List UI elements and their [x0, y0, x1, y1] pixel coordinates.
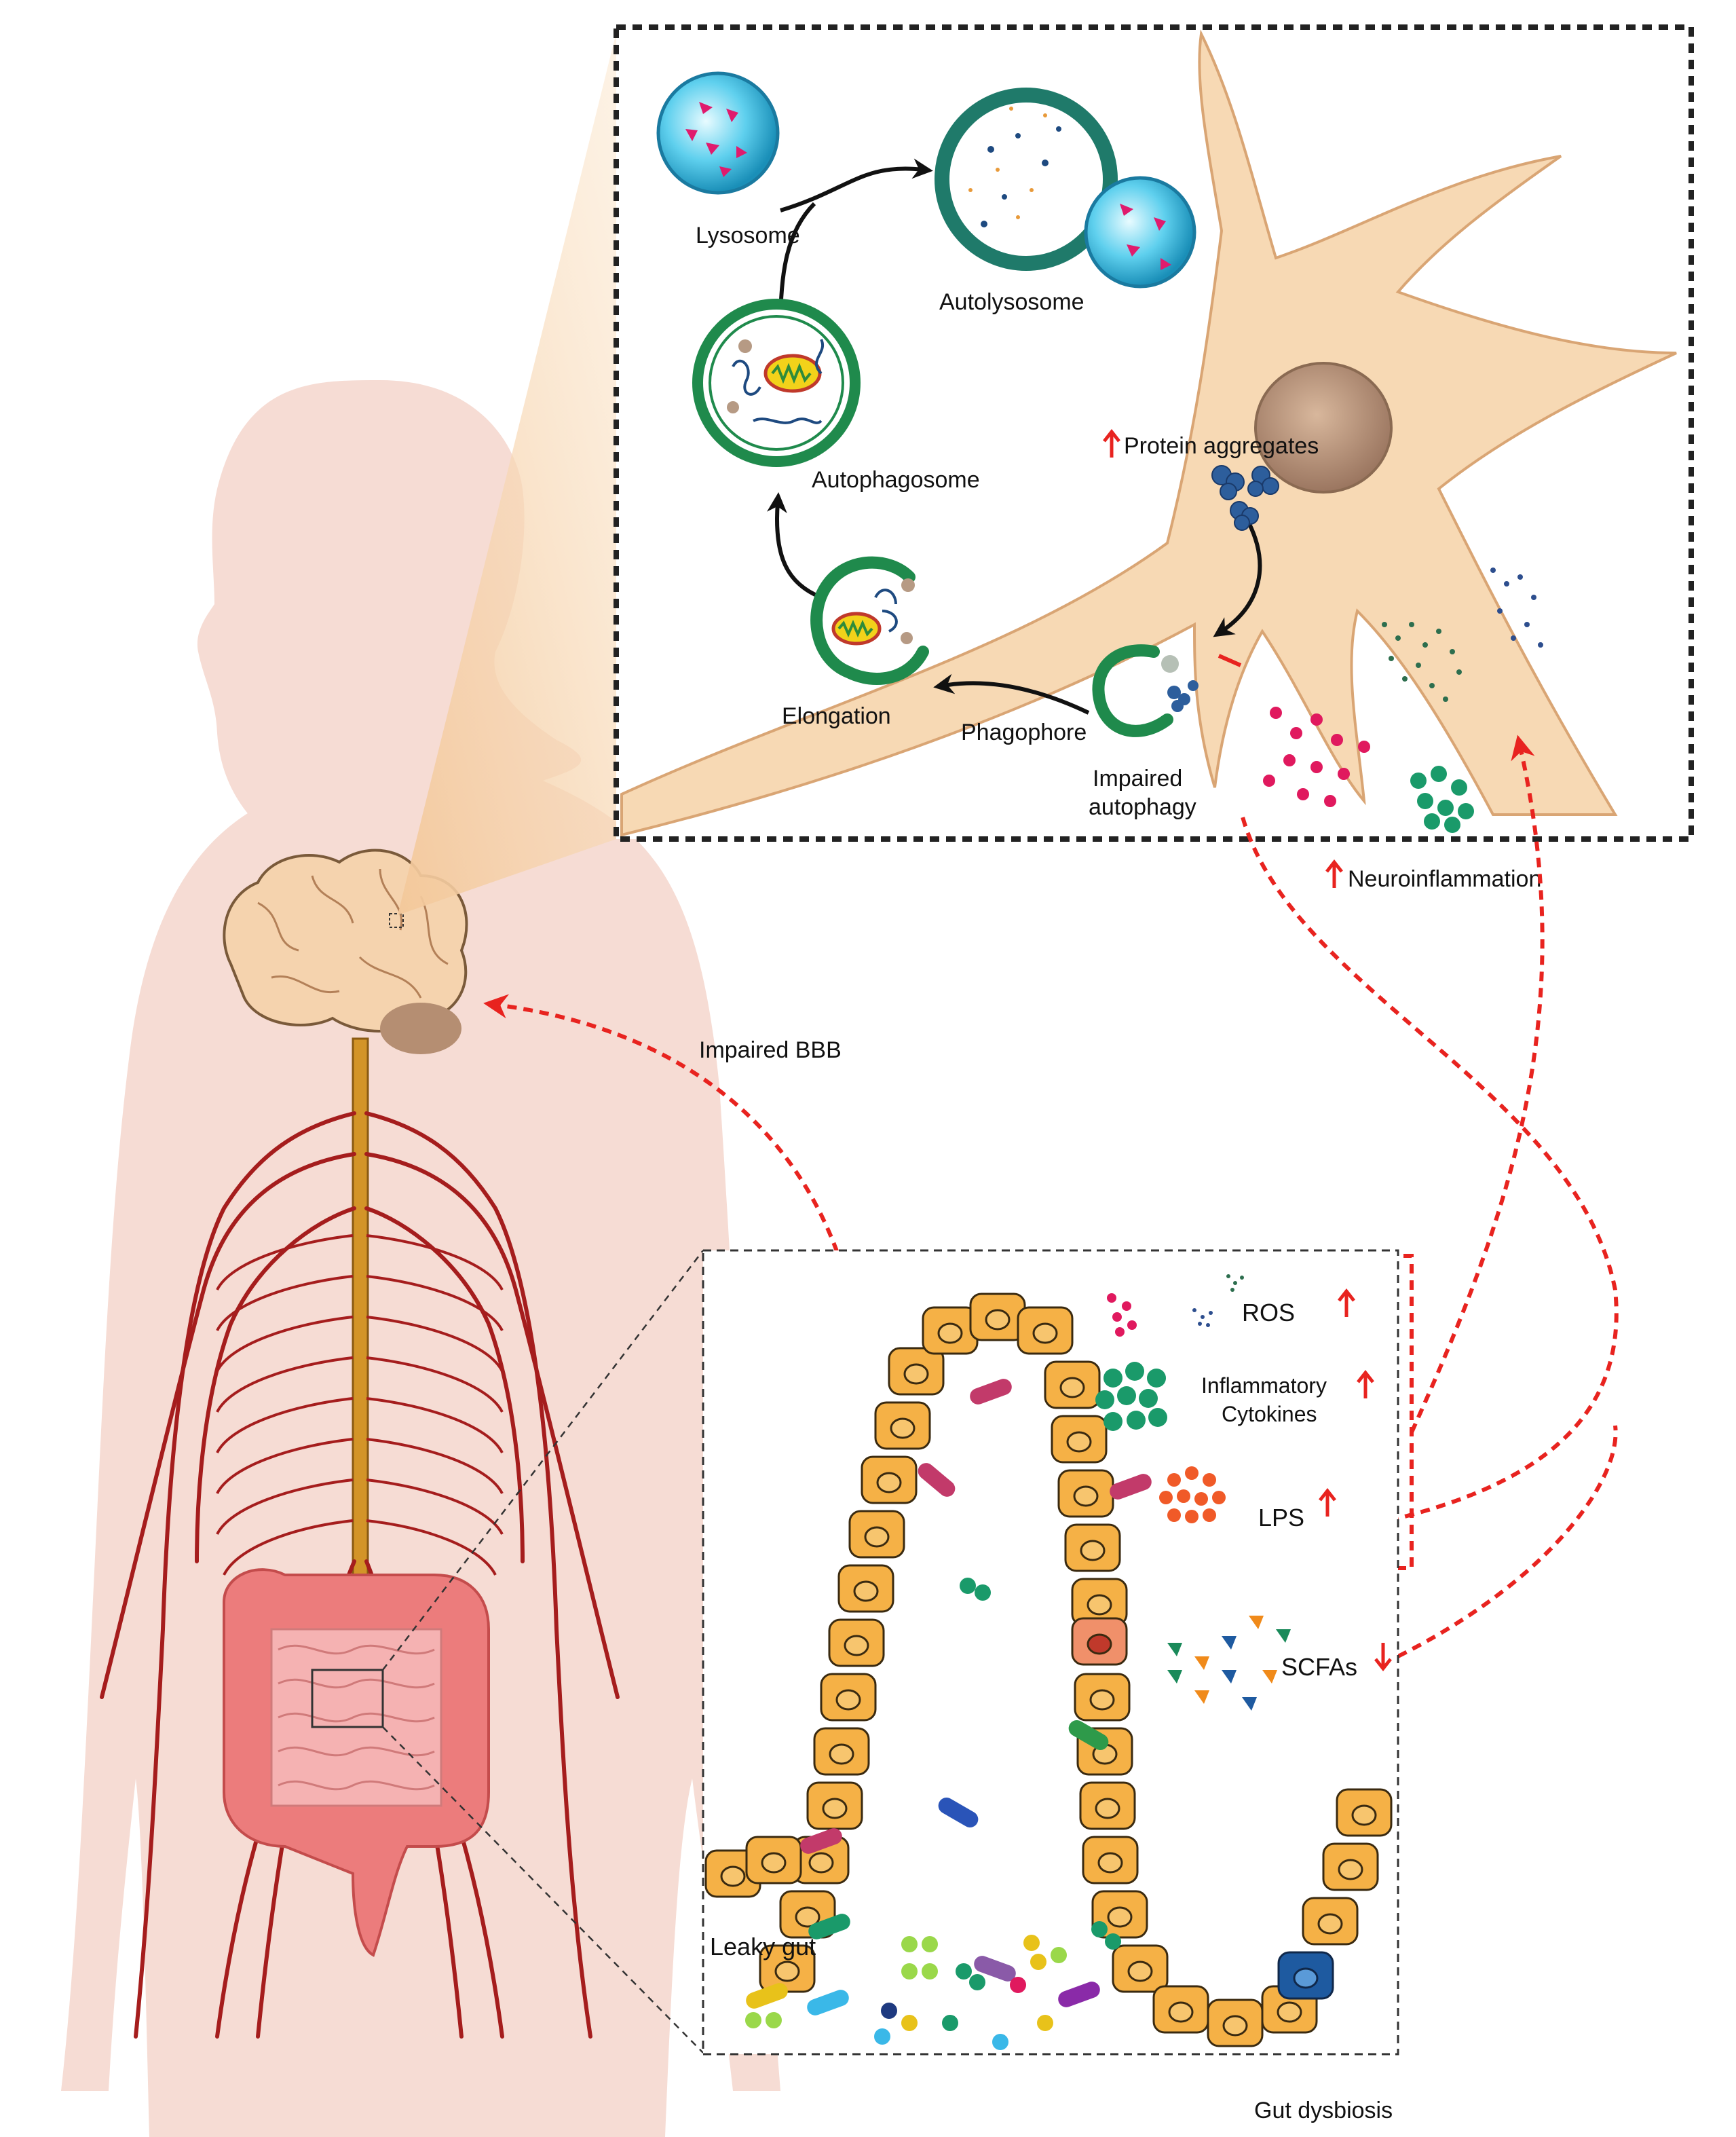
- brain-zoom-marker: [389, 913, 404, 928]
- neuron-panel-border: [614, 24, 1694, 842]
- scfas-label: SCFAs: [1281, 1653, 1357, 1681]
- small-intestine: [270, 1628, 442, 1807]
- autophagosome-icon: [692, 299, 861, 467]
- lps-to-brain-connector: [1240, 814, 1619, 1529]
- phagophore-icon: [1092, 644, 1199, 737]
- impaired-bbb-label: Impaired BBB: [699, 1037, 842, 1063]
- nucleus: [1254, 362, 1393, 494]
- spinal-cord: [352, 1037, 369, 1651]
- intestine-folds: [278, 1644, 435, 1791]
- lumen-particles: [745, 1578, 1121, 2050]
- villus-epithelium: [704, 1293, 1393, 2047]
- cerebellum: [380, 1003, 461, 1054]
- lysosome-label: Lysosome: [696, 223, 800, 248]
- inflammatory-label-2: Cytokines: [1222, 1402, 1317, 1426]
- gut-zoom-line-top: [382, 1250, 704, 1671]
- autolysosome-label: Autolysosome: [939, 289, 1084, 315]
- mitochondrion-icon: [763, 354, 822, 393]
- lps-label: LPS: [1258, 1504, 1304, 1531]
- gut-zoom-line-bottom: [382, 1726, 704, 2054]
- lps-particles-icon: [1159, 1466, 1226, 1523]
- ros-particles-blue-icon: [1490, 568, 1543, 648]
- neuroinflammation-label: Neuroinflammation: [1348, 866, 1541, 892]
- gut-zoom-marker: [311, 1669, 384, 1728]
- autolysosome-icon: [935, 88, 1196, 289]
- brain-gyri: [257, 868, 449, 999]
- leaky-gut-label: Leaky gut: [710, 1933, 816, 1961]
- zoom-beam: [398, 33, 616, 915]
- rib-nerves: [216, 1234, 504, 1576]
- neuron-panel: Lysosome Autolysosome: [614, 24, 1694, 842]
- scfa-triangles-icon: [1167, 1616, 1291, 1711]
- impaired-autophagy-label-2: autophagy: [1089, 794, 1196, 820]
- impaired-autophagy-label-1: Impaired: [1093, 766, 1182, 792]
- green-cytokine-cluster-icon: [1410, 766, 1474, 833]
- cytokine-to-neuroinflammation-connector: [1410, 735, 1545, 1434]
- arrow-to-autolysosome: [780, 158, 933, 212]
- scfas-connector: [1397, 1425, 1618, 1658]
- ros-label: ROS: [1242, 1299, 1295, 1326]
- lysosome-icon: [656, 71, 780, 195]
- cytokine-cluster-icon: [1095, 1362, 1167, 1431]
- arrow-phagophore-to-elongation: [933, 673, 1090, 715]
- protein-aggregates-cluster: [1211, 465, 1279, 531]
- ros-particles-gut-icon: [1107, 1274, 1244, 1337]
- gut-panel: ROS Inflammatory Cytokines LPS SCFAs: [702, 1249, 1399, 2056]
- protein-aggregate-icon: [1167, 680, 1199, 712]
- inhibition-bar: [1218, 654, 1242, 667]
- gut-dysbiosis-label: Gut dysbiosis: [1254, 2098, 1393, 2123]
- ros-particles-icon: [1382, 622, 1462, 702]
- inflammatory-label-1: Inflammatory: [1201, 1373, 1327, 1398]
- neuron: [620, 29, 1677, 837]
- phagophore-label: Phagophore: [961, 720, 1087, 745]
- pink-cytokine-cluster-icon: [1263, 707, 1370, 807]
- elongation-label: Elongation: [782, 703, 891, 729]
- neuroinflammation-up-arrow-icon: [1327, 862, 1342, 888]
- protein-aggregates-label: Protein aggregates: [1124, 433, 1319, 459]
- autophagosome-label: Autophagosome: [812, 467, 980, 493]
- arrow-aggregates-to-phagophore: [1213, 521, 1262, 637]
- elongation-icon: [810, 556, 929, 685]
- arrow-elongation-to-autophagosome: [766, 492, 823, 599]
- impaired-bbb-arrow: [483, 994, 860, 1331]
